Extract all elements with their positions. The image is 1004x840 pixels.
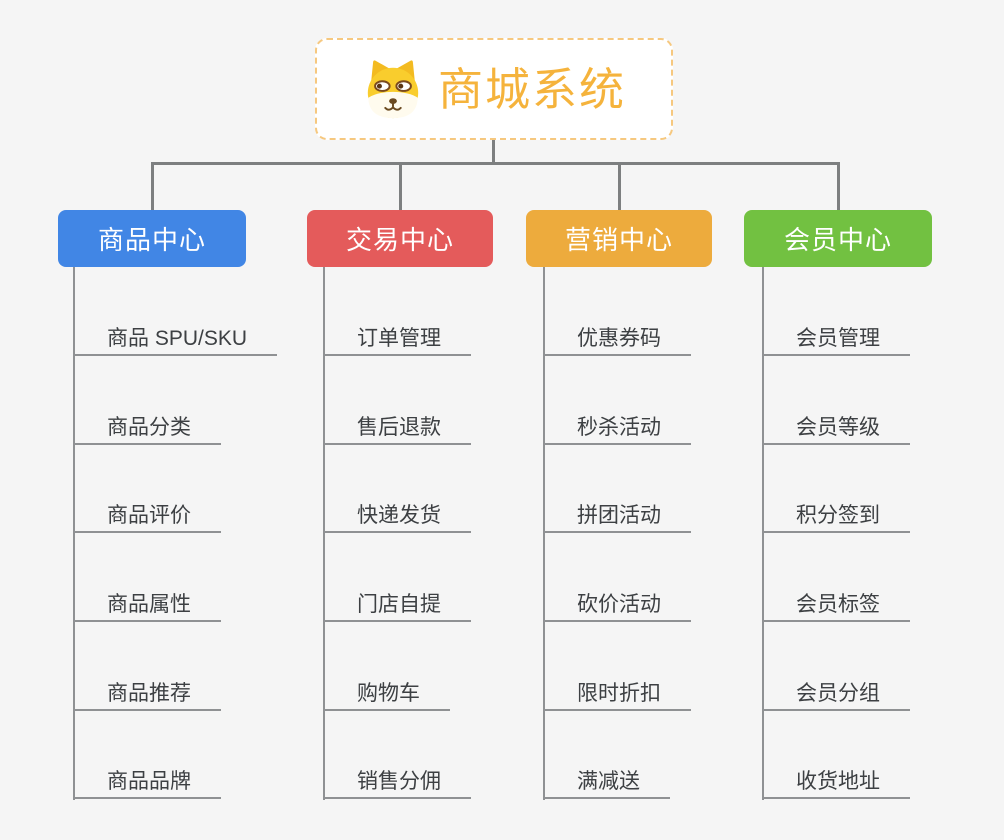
branch-label: 营销中心 <box>564 225 673 255</box>
leaf-node[interactable]: 商品评价 <box>75 503 221 533</box>
leaf-node[interactable]: 商品推荐 <box>75 681 221 711</box>
leaf-node[interactable]: 满减送 <box>545 769 670 799</box>
leaf-node[interactable]: 砍价活动 <box>545 592 691 622</box>
root-title: 商城系统 <box>437 63 626 115</box>
leaf-node[interactable]: 优惠券码 <box>545 326 691 356</box>
branch-label: 商品中心 <box>97 225 206 255</box>
leaf-node[interactable]: 积分签到 <box>764 503 910 533</box>
shiba-dog-icon <box>367 60 419 119</box>
leaf-node[interactable]: 商品 SPU/SKU <box>75 326 278 356</box>
leaf-node[interactable]: 会员管理 <box>764 326 910 356</box>
branch-label: 会员中心 <box>783 225 892 255</box>
leaf-node[interactable]: 快递发货 <box>325 503 471 533</box>
branch-children-trade: 订单管理 售后退款 快递发货 门店自提 购物车 销售分佣 <box>323 267 471 800</box>
leaf-node[interactable]: 会员标签 <box>764 592 910 622</box>
leaf-node[interactable]: 商品品牌 <box>75 769 221 799</box>
leaf-node[interactable]: 会员分组 <box>764 681 910 711</box>
connector-drop-products <box>151 164 154 210</box>
leaf-node[interactable]: 拼团活动 <box>545 503 691 533</box>
branch-node-products[interactable]: 商品中心 <box>58 210 246 267</box>
leaf-node[interactable]: 购物车 <box>325 681 450 711</box>
branch-children-products: 商品 SPU/SKU 商品分类 商品评价 商品属性 商品推荐 商品品牌 <box>73 267 278 800</box>
branch-label: 交易中心 <box>345 225 454 255</box>
branch-node-marketing[interactable]: 营销中心 <box>526 210 712 267</box>
leaf-node[interactable]: 会员等级 <box>764 415 910 445</box>
connector-drop-members <box>837 164 840 210</box>
leaf-node[interactable]: 限时折扣 <box>545 681 691 711</box>
leaf-node[interactable]: 销售分佣 <box>325 769 471 799</box>
leaf-node[interactable]: 门店自提 <box>325 592 471 622</box>
leaf-node[interactable]: 售后退款 <box>325 415 471 445</box>
branch-children-marketing: 优惠券码 秒杀活动 拼团活动 砍价活动 限时折扣 满减送 <box>543 267 691 800</box>
branch-node-members[interactable]: 会员中心 <box>744 210 932 267</box>
connector-root-drop <box>492 140 495 163</box>
leaf-node[interactable]: 商品属性 <box>75 592 221 622</box>
branch-children-members: 会员管理 会员等级 积分签到 会员标签 会员分组 收货地址 <box>762 267 910 800</box>
root-node[interactable]: 商城系统 <box>315 38 673 140</box>
branch-node-trade[interactable]: 交易中心 <box>307 210 493 267</box>
connector-horizontal <box>151 162 840 165</box>
leaf-node[interactable]: 秒杀活动 <box>545 415 691 445</box>
leaf-node[interactable]: 订单管理 <box>325 326 471 356</box>
connector-drop-marketing <box>618 164 621 210</box>
connector-drop-trade <box>399 164 402 210</box>
leaf-node[interactable]: 收货地址 <box>764 769 910 799</box>
leaf-node[interactable]: 商品分类 <box>75 415 221 445</box>
